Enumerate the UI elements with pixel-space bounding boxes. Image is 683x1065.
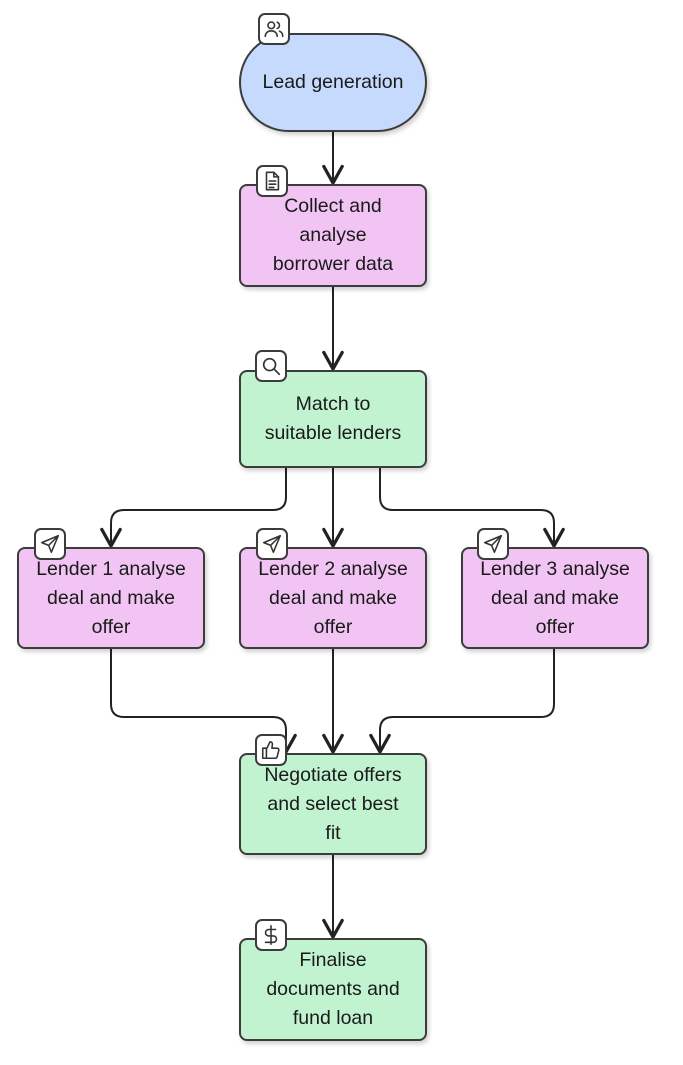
node-lender-1-label: Lender 1 analyse deal and make offer bbox=[36, 557, 186, 638]
dollar-icon bbox=[255, 919, 287, 951]
node-collect-borrower-data-label: Collect and analyse borrower data bbox=[272, 195, 394, 275]
node-lead-generation-label: Lead generation bbox=[262, 71, 404, 93]
node-collect-borrower-data: Collect and analyse borrower data bbox=[239, 184, 427, 287]
node-negotiate-offers-label: Negotiate offers and select best fit bbox=[264, 763, 402, 844]
node-lender-1: Lender 1 analyse deal and make offer bbox=[17, 547, 205, 649]
node-negotiate-offers: Negotiate offers and select best fit bbox=[239, 753, 427, 855]
users-icon bbox=[258, 13, 290, 45]
node-lead-generation: Lead generation bbox=[239, 33, 427, 132]
node-lender-3: Lender 3 analyse deal and make offer bbox=[461, 547, 649, 649]
edge-match-to-lender1 bbox=[100, 468, 287, 548]
edge-lender3-to-negotiate bbox=[369, 649, 555, 754]
edge-match-to-lender3 bbox=[379, 468, 565, 548]
send-icon bbox=[34, 528, 66, 560]
thumbs-up-icon bbox=[255, 734, 287, 766]
node-lender-3-label: Lender 3 analyse deal and make offer bbox=[480, 557, 630, 638]
node-lender-2: Lender 2 analyse deal and make offer bbox=[239, 547, 427, 649]
send-icon bbox=[477, 528, 509, 560]
node-finalise-loan: Finalise documents and fund loan bbox=[239, 938, 427, 1041]
node-match-lenders: Match to suitable lenders bbox=[239, 370, 427, 468]
node-finalise-loan-label: Finalise documents and fund loan bbox=[266, 949, 400, 1029]
edge-lender1-to-negotiate bbox=[110, 649, 297, 754]
node-lender-2-label: Lender 2 analyse deal and make offer bbox=[258, 557, 408, 638]
node-match-lenders-label: Match to suitable lenders bbox=[264, 393, 402, 444]
send-icon bbox=[256, 528, 288, 560]
search-icon bbox=[255, 350, 287, 382]
document-icon bbox=[256, 165, 288, 197]
